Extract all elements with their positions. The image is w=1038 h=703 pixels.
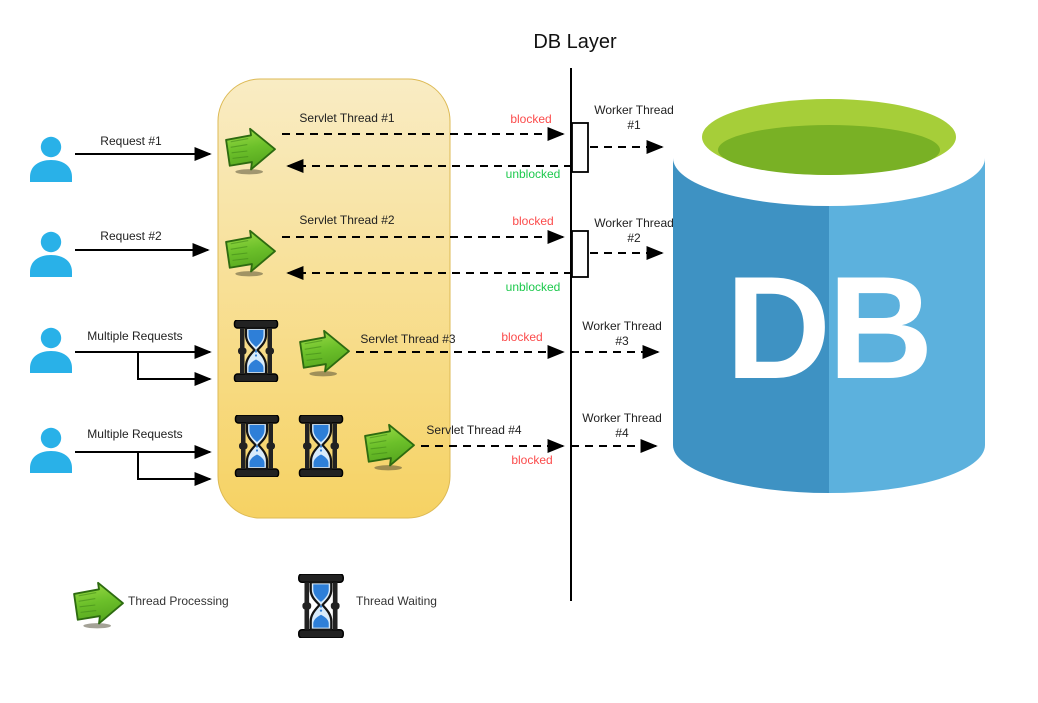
db-cylinder-body xyxy=(673,158,985,493)
sync-bracket-1 xyxy=(571,122,589,173)
request-4-label: Multiple Requests xyxy=(87,427,183,441)
worker-thread-3-label: Worker Thread #3 xyxy=(582,319,662,348)
thread-waiting-icon-3 xyxy=(233,320,279,382)
request-3-label: Multiple Requests xyxy=(87,329,183,343)
unblocked-label-2: unblocked xyxy=(505,280,561,294)
db-cylinder-top-inner xyxy=(718,125,940,175)
legend-thread-waiting-icon xyxy=(297,574,345,638)
blocked-label-3: blocked xyxy=(501,330,543,344)
legend-thread-waiting-label: Thread Waiting xyxy=(356,594,437,608)
legend-thread-processing-label: Thread Processing xyxy=(128,594,229,608)
user-icon-4 xyxy=(30,427,72,473)
servlet-thread-3-label: Servlet Thread #3 xyxy=(360,332,456,346)
blocked-label-1: blocked xyxy=(510,112,552,126)
request-arrow-4b xyxy=(137,452,212,487)
blocked-label-4: blocked xyxy=(511,453,553,467)
user-icon-1 xyxy=(30,136,72,182)
db-label: DB xyxy=(725,246,934,409)
request-1-label: Request #1 xyxy=(100,134,162,148)
legend-thread-processing-icon xyxy=(73,581,124,629)
user-icon-3 xyxy=(30,327,72,373)
db-cylinder xyxy=(672,94,986,493)
servlet-container-box xyxy=(217,78,451,519)
user-icon-2 xyxy=(30,231,72,277)
servlet-thread-1-label: Servlet Thread #1 xyxy=(299,111,395,125)
request-arrow-3b xyxy=(137,352,212,387)
thread-waiting-icon-4a xyxy=(234,415,280,477)
unblocked-label-1: unblocked xyxy=(505,167,561,181)
page-title: DB Layer xyxy=(533,31,617,53)
sync-bracket-2 xyxy=(571,230,589,278)
worker-thread-2-label: Worker Thread #2 xyxy=(594,216,674,245)
blocked-label-2: blocked xyxy=(512,214,554,228)
worker-thread-4-label: Worker Thread #4 xyxy=(582,411,662,440)
servlet-thread-4-label: Servlet Thread #4 xyxy=(426,423,522,437)
request-2-label: Request #2 xyxy=(100,229,162,243)
thread-waiting-icon-4b xyxy=(298,415,344,477)
servlet-thread-2-label: Servlet Thread #2 xyxy=(299,213,395,227)
worker-thread-1-label: Worker Thread #1 xyxy=(594,103,674,132)
